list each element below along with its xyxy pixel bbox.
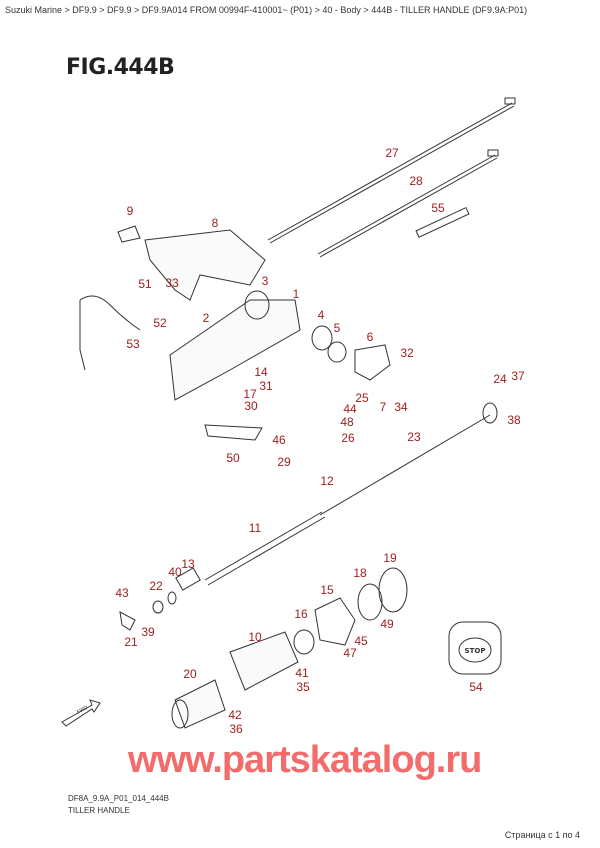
part-label-18[interactable]: 18 <box>353 566 367 580</box>
part-label-4[interactable]: 4 <box>318 308 325 322</box>
part-label-38[interactable]: 38 <box>507 413 521 427</box>
drawing-title: TILLER HANDLE <box>68 806 130 815</box>
part-label-54[interactable]: 54 <box>469 680 483 694</box>
part-label-25[interactable]: 25 <box>355 391 369 405</box>
part-label-24[interactable]: 24 <box>493 372 507 386</box>
pin-21 <box>119 611 136 631</box>
collar-16 <box>293 629 315 655</box>
part-label-26[interactable]: 26 <box>341 431 355 445</box>
stop-label: STOP <box>465 647 486 655</box>
part-label-45[interactable]: 45 <box>354 634 368 648</box>
part-label-50[interactable]: 50 <box>226 451 240 465</box>
ring-3 <box>244 290 270 320</box>
collar-5 <box>327 341 347 363</box>
part-label-48[interactable]: 48 <box>340 415 354 429</box>
part-label-43[interactable]: 43 <box>115 586 129 600</box>
stop-button <box>458 637 492 663</box>
shaft-11 <box>204 511 326 586</box>
throttle-grip-15 <box>314 597 356 646</box>
part-label-36[interactable]: 36 <box>229 722 243 736</box>
part-label-39[interactable]: 39 <box>141 625 155 639</box>
figure-title: FIG.444B <box>66 55 175 80</box>
part-label-9[interactable]: 9 <box>127 204 134 218</box>
lanyard-cord <box>79 295 141 371</box>
part-label-30[interactable]: 30 <box>244 399 258 413</box>
part-label-19[interactable]: 19 <box>383 551 397 565</box>
part-label-40[interactable]: 40 <box>168 565 182 579</box>
ring-19 <box>378 567 408 613</box>
washer-40 <box>167 591 177 605</box>
part-label-35[interactable]: 35 <box>296 680 310 694</box>
drawing-code: DF8A_9.9A_P01_014_444B <box>68 794 169 803</box>
part-label-27[interactable]: 27 <box>385 146 399 160</box>
bushing-4 <box>311 325 333 351</box>
cable-sleeve <box>415 206 470 238</box>
plate-18 <box>357 583 383 621</box>
part-label-23[interactable]: 23 <box>407 430 421 444</box>
part-label-34[interactable]: 34 <box>394 400 408 414</box>
shift-cable <box>317 149 499 258</box>
part-label-49[interactable]: 49 <box>380 617 394 631</box>
part-label-17[interactable]: 17 <box>243 387 257 401</box>
part-label-28[interactable]: 28 <box>409 174 423 188</box>
tiller-housing <box>169 299 301 401</box>
part-label-3[interactable]: 3 <box>262 274 269 288</box>
part-label-33[interactable]: 33 <box>165 276 179 290</box>
part-label-51[interactable]: 51 <box>138 277 152 291</box>
part-label-12[interactable]: 12 <box>320 474 334 488</box>
part-label-37[interactable]: 37 <box>511 369 525 383</box>
tiller-bracket <box>144 229 266 301</box>
part-label-29[interactable]: 29 <box>277 455 291 469</box>
part-label-21[interactable]: 21 <box>124 635 138 649</box>
spring-22 <box>152 600 164 614</box>
part-label-52[interactable]: 52 <box>153 316 167 330</box>
handle-cover-20 <box>174 679 226 729</box>
part-label-44[interactable]: 44 <box>343 402 357 416</box>
part-label-32[interactable]: 32 <box>400 346 414 360</box>
part-label-53[interactable]: 53 <box>126 337 140 351</box>
part-label-16[interactable]: 16 <box>294 607 308 621</box>
part-label-42[interactable]: 42 <box>228 708 242 722</box>
sleeve-13 <box>175 567 201 591</box>
part-label-11[interactable]: 11 <box>249 521 262 535</box>
part-label-55[interactable]: 55 <box>431 201 445 215</box>
watermark: www.partskatalog.ru <box>128 739 482 781</box>
stop-switch-clip <box>482 402 498 424</box>
part-label-22[interactable]: 22 <box>149 579 163 593</box>
part-label-13[interactable]: 13 <box>181 557 195 571</box>
part-label-2[interactable]: 2 <box>203 311 210 325</box>
breadcrumb[interactable]: Suzuki Marine > DF9.9 > DF9.9 > DF9.9A01… <box>5 5 528 15</box>
part-label-10[interactable]: 10 <box>248 630 262 644</box>
part-label-20[interactable]: 20 <box>183 667 197 681</box>
part-label-1[interactable]: 1 <box>293 287 300 301</box>
part-label-31[interactable]: 31 <box>259 379 273 393</box>
shaft-23 <box>319 414 491 516</box>
part-label-7[interactable]: 7 <box>380 400 387 414</box>
grip-10 <box>229 631 299 691</box>
handle-end <box>171 699 189 729</box>
bracket-6 <box>354 344 391 381</box>
cap-9 <box>117 225 141 243</box>
throttle-cable <box>267 97 516 244</box>
stop-plate-54 <box>448 621 502 675</box>
part-label-6[interactable]: 6 <box>367 330 374 344</box>
pad-50 <box>204 424 263 441</box>
part-label-15[interactable]: 15 <box>320 583 334 597</box>
part-label-8[interactable]: 8 <box>212 216 219 230</box>
part-label-41[interactable]: 41 <box>295 666 309 680</box>
page-counter: Страница с 1 по 4 <box>504 830 580 840</box>
part-label-14[interactable]: 14 <box>254 365 268 379</box>
part-label-5[interactable]: 5 <box>334 321 341 335</box>
part-label-47[interactable]: 47 <box>343 646 357 660</box>
part-label-46[interactable]: 46 <box>272 433 286 447</box>
fwd-arrow-icon <box>61 699 101 727</box>
fwd-label: FWD <box>76 705 89 716</box>
